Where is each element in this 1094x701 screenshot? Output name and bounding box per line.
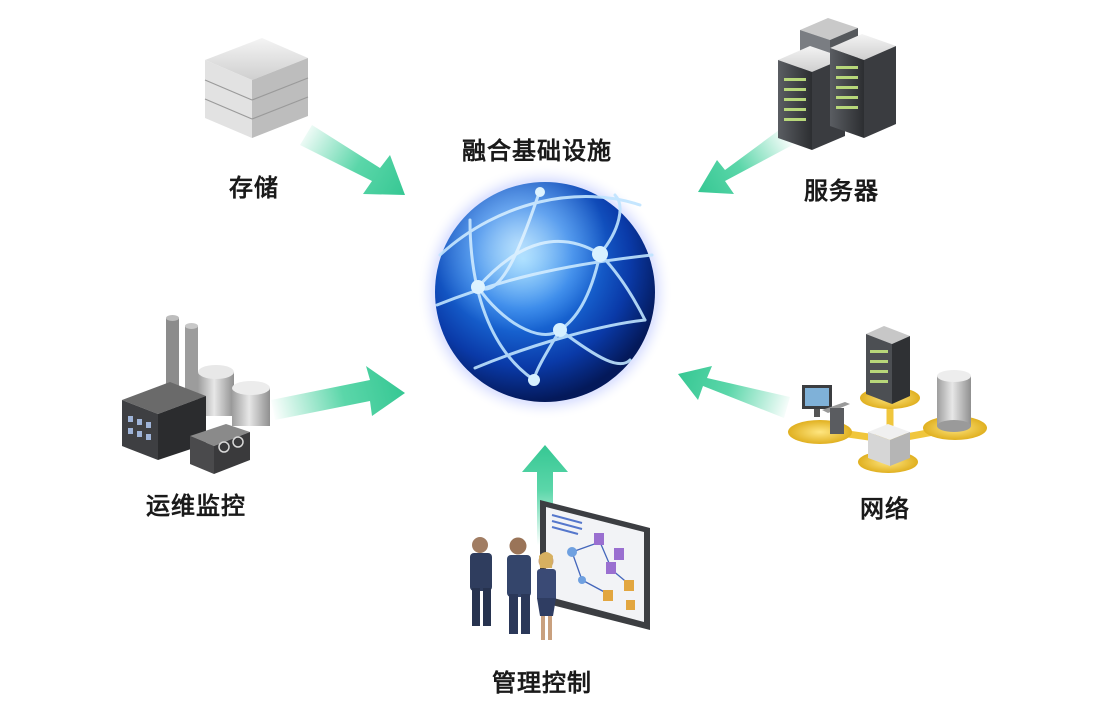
management-board-icon — [470, 500, 650, 640]
server-rack-icon — [778, 18, 896, 150]
storage-icon — [204, 38, 309, 138]
label-server: 服务器 — [804, 177, 879, 205]
center-title: 融合基础设施 — [462, 137, 612, 165]
arrow-server-to-center — [698, 122, 800, 194]
label-network: 网络 — [860, 495, 910, 523]
arrow-storage-to-center — [300, 125, 405, 195]
network-topology-icon — [788, 326, 987, 473]
arrow-ops-to-center — [271, 366, 405, 420]
factory-icon — [122, 315, 270, 474]
label-ops-monitoring: 运维监控 — [146, 492, 246, 520]
globe-network-icon — [417, 164, 673, 420]
arrow-network-to-center — [678, 366, 790, 418]
label-management-control: 管理控制 — [492, 669, 592, 697]
label-storage: 存储 — [229, 174, 279, 202]
arrow-management-to-center — [522, 445, 568, 545]
people-figures — [470, 537, 556, 640]
